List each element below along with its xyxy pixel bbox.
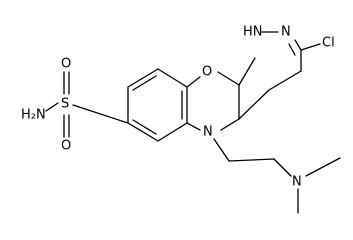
ring-oxygen-label: O <box>202 65 212 80</box>
bond <box>186 122 201 131</box>
bond <box>186 76 201 88</box>
ring-nitrogen-double-label: N <box>281 25 291 40</box>
chemical-structure: H₂N S O O O HN N Cl N N <box>21 25 341 214</box>
sulfonyl-oxygen-bottom-label: O <box>61 139 71 154</box>
hydrazine-nh-label: HN <box>243 25 263 40</box>
bond <box>228 158 275 162</box>
bond <box>268 70 302 91</box>
bond <box>300 43 321 51</box>
bond <box>305 157 341 177</box>
sulfonyl-s-label: S <box>61 97 69 112</box>
bond <box>213 138 230 162</box>
bond <box>217 71 240 86</box>
bond <box>220 118 240 131</box>
bond <box>157 122 188 142</box>
ring-nitrogen-amine-label: N <box>203 125 213 140</box>
bond <box>72 104 129 124</box>
double-bond <box>288 43 296 56</box>
chloro-label: Cl <box>322 36 335 51</box>
bond <box>294 39 302 51</box>
atom-labels: H₂N S O O O HN N Cl N N <box>21 25 335 190</box>
bond <box>273 158 292 177</box>
bond <box>157 68 188 88</box>
bond <box>127 122 159 142</box>
bond-lines <box>45 31 341 214</box>
bond <box>45 102 59 112</box>
bond <box>238 57 256 86</box>
dimethylamino-nitrogen-label: N <box>292 175 302 190</box>
aromatic-bond <box>132 75 157 91</box>
sulfonamide-nh2-label: H₂N <box>21 108 46 123</box>
aromatic-bond <box>132 119 157 135</box>
bond <box>127 68 159 88</box>
sulfonyl-oxygen-top-label: O <box>61 57 71 72</box>
bond <box>238 89 270 120</box>
